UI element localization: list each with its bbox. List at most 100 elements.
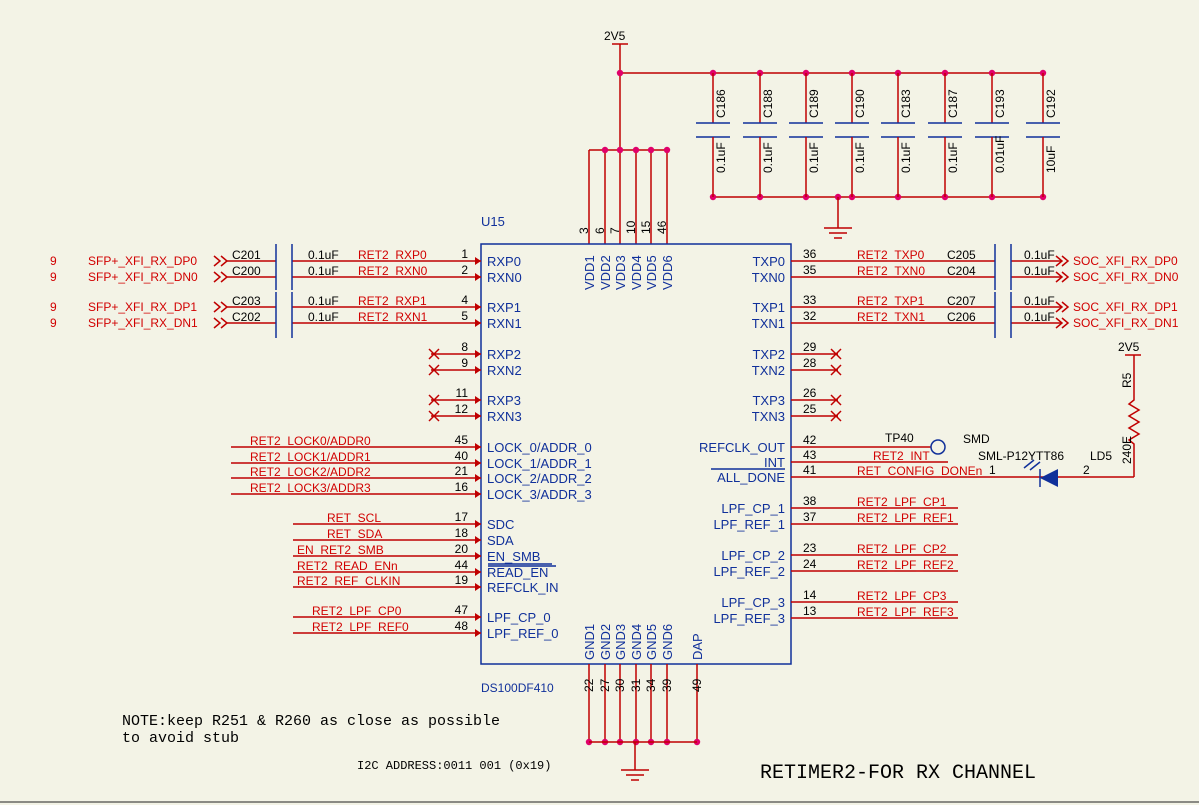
decoupling-caps: C1860.1uFC1880.1uFC1890.1uFC1900.1uFC183… xyxy=(616,69,1060,201)
pin-name: RXN2 xyxy=(487,363,522,378)
pin-arrow xyxy=(475,350,481,358)
offpage-arrow xyxy=(1061,317,1070,329)
vdd-pin-number: 6 xyxy=(593,227,607,234)
soc-net-label: SOC_XFI_RX_DP0 xyxy=(1073,254,1178,268)
lpf-net-label: RET2_LPF_REF0 xyxy=(312,620,409,634)
cap-ref: C186 xyxy=(714,89,728,118)
pin-name: EN_SMB xyxy=(487,549,540,564)
pin-name: RXN1 xyxy=(487,316,522,331)
pin-number: 11 xyxy=(456,386,469,400)
pin-arrow xyxy=(475,568,481,576)
offpage-arrow xyxy=(213,271,222,283)
pin-arrow xyxy=(475,536,481,544)
gnd-pin-name: GND5 xyxy=(644,624,659,660)
pin-number: 37 xyxy=(803,510,817,524)
cap-value: 0.01uF xyxy=(993,136,1007,173)
pin-number: 38 xyxy=(803,494,817,508)
port-sheet-number: 9 xyxy=(50,254,57,268)
vdd-pin-name: VDD6 xyxy=(660,255,675,290)
ac-cap-value: 0.1uF xyxy=(1024,294,1055,308)
pin-number: 41 xyxy=(803,463,817,477)
led-pin2: 2 xyxy=(1083,463,1090,477)
ac-cap-ref: C200 xyxy=(232,264,261,278)
gnd-pin-name: GND4 xyxy=(629,624,644,660)
cap-ref: C187 xyxy=(946,89,960,118)
offpage-arrow xyxy=(213,255,222,267)
pin-number: 19 xyxy=(455,573,469,587)
pin-name: SDA xyxy=(487,533,514,548)
offpage-arrow xyxy=(1055,255,1064,267)
retimer-net-label: RET2_TXN1 xyxy=(857,310,925,324)
note-line-1: NOTE:keep R251 & R260 as close as possib… xyxy=(122,713,500,730)
gnd-pin-number: 31 xyxy=(629,678,643,692)
port-sheet-number: 9 xyxy=(50,316,57,330)
pin-number: 44 xyxy=(455,558,469,572)
pin-name: TXN1 xyxy=(752,316,785,331)
cap-ref: C189 xyxy=(807,89,821,118)
gnd-pin-number: 27 xyxy=(598,678,612,692)
offpage-arrow xyxy=(220,271,229,283)
vdd-pin-number: 3 xyxy=(577,227,591,234)
vdd-junction-dot xyxy=(632,146,640,154)
vdd-pin-name: VDD4 xyxy=(629,255,644,290)
ac-cap-ref: C205 xyxy=(947,248,976,262)
pin-number: 40 xyxy=(455,449,469,463)
sfp-net-label: SFP+_XFI_RX_DN1 xyxy=(88,316,198,330)
pin-arrow xyxy=(475,459,481,467)
offpage-arrow xyxy=(1055,301,1064,313)
vdd-junction-dot xyxy=(601,146,609,154)
lock-net-label: RET2_LOCK3/ADDR3 xyxy=(250,481,371,495)
cap-ref: C190 xyxy=(853,89,867,118)
cap-value: 0.1uF xyxy=(714,142,728,173)
pin-name: LPF_REF_0 xyxy=(487,626,559,641)
retimer-net-label: RET2_TXP0 xyxy=(857,248,925,262)
ctrl-net-label: RET2_READ_ENn xyxy=(297,559,398,573)
lpf-net-label: RET2_LPF_CP2 xyxy=(857,542,947,556)
port-sheet-number: 9 xyxy=(50,300,57,314)
retimer-net-label: RET2_RXN1 xyxy=(358,310,428,324)
pin-number: 12 xyxy=(455,402,469,416)
pin-name: TXN2 xyxy=(752,363,785,378)
cap-ref: C192 xyxy=(1044,89,1058,118)
no-connect-mark xyxy=(830,348,842,360)
gnd-pin-number: 39 xyxy=(660,678,674,692)
int-net-label: RET2_INT xyxy=(873,449,930,463)
pin-name: TXP0 xyxy=(752,254,785,269)
pin-name: LOCK_0/ADDR_0 xyxy=(487,440,592,455)
pin-name: LPF_CP_0 xyxy=(487,610,551,625)
pin-name: SDC xyxy=(487,517,514,532)
pin-name: LPF_REF_3 xyxy=(713,611,785,626)
cap-ref: C183 xyxy=(899,89,913,118)
pin-number: 21 xyxy=(455,464,469,478)
pin-number: 13 xyxy=(803,604,817,618)
pin-arrow xyxy=(475,366,481,374)
pin-arrow xyxy=(475,520,481,528)
gnd-pin-number: 22 xyxy=(582,678,596,692)
pin-arrow xyxy=(475,257,481,265)
pin-name: TXN0 xyxy=(752,270,785,285)
ac-cap-value: 0.1uF xyxy=(308,294,339,308)
pin-number: 33 xyxy=(803,293,817,307)
pin-name: LPF_CP_3 xyxy=(721,595,785,610)
pin-name: RXP1 xyxy=(487,300,521,315)
pin-arrow xyxy=(475,396,481,404)
pin-number: 43 xyxy=(803,448,817,462)
pin-number: 28 xyxy=(803,356,817,370)
power-rail-label: 2V5 xyxy=(604,29,626,43)
cap-value: 0.1uF xyxy=(946,142,960,173)
pin-name: RXP2 xyxy=(487,347,521,362)
no-connect-mark xyxy=(428,348,440,360)
pin-number: 32 xyxy=(803,309,817,323)
ac-cap-ref: C202 xyxy=(232,310,261,324)
pin-name: LOCK_1/ADDR_1 xyxy=(487,456,592,471)
lpf-net-label: RET2_LPF_REF3 xyxy=(857,605,954,619)
pin-name: RXN3 xyxy=(487,409,522,424)
pin-arrow xyxy=(475,319,481,327)
gnd-pins: 22GND127GND230GND331GND434GND539GND649DA… xyxy=(582,624,705,746)
pin-arrow xyxy=(475,613,481,621)
note-line-2: to avoid stub xyxy=(122,730,239,747)
cap-value: 0.1uF xyxy=(761,142,775,173)
cap-value: 0.1uF xyxy=(853,142,867,173)
ac-cap-ref: C207 xyxy=(947,294,976,308)
